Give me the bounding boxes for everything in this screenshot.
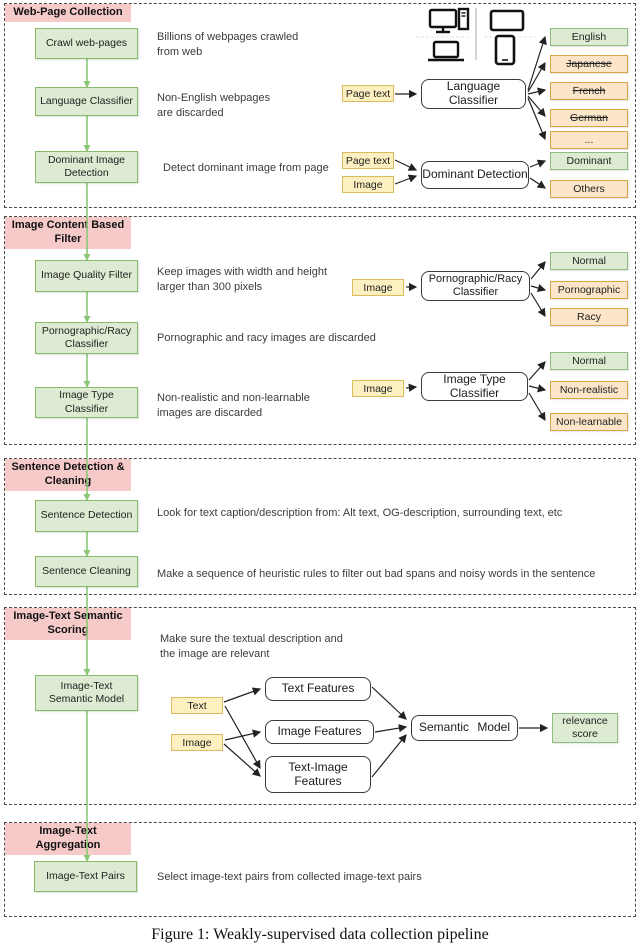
section-frame-sentence-detection-cleaning bbox=[4, 458, 636, 595]
smartphone-icon bbox=[494, 34, 516, 66]
step-image-text-pairs: Image-Text Pairs bbox=[34, 861, 137, 892]
desc-crawl: Billions of webpages crawled from web bbox=[157, 31, 299, 58]
section-title-image-content-filter: Image Content Based Filter bbox=[5, 217, 131, 249]
input-page-text: Page text bbox=[342, 85, 394, 102]
step-sentence-detection: Sentence Detection bbox=[35, 500, 138, 532]
input-image-semantic: Image bbox=[171, 734, 223, 751]
desc-image-text-pairs: Select image-text pairs from collected i… bbox=[157, 871, 422, 883]
desc-semantic-scoring: Make sure the textual description and th… bbox=[160, 633, 343, 660]
section-frame-image-text-aggregation bbox=[4, 822, 636, 917]
desc-sentence-detection: Look for text caption/description from: … bbox=[157, 507, 563, 519]
model-semantic-model: Semantic Model bbox=[411, 715, 518, 741]
desc-dominant: Detect dominant image from page bbox=[163, 162, 329, 174]
model-image-features: Image Features bbox=[265, 720, 374, 744]
desktop-computer-icon bbox=[428, 7, 470, 34]
model-text-features: Text Features bbox=[265, 677, 371, 701]
model-dominant-detection: Dominant Detection bbox=[421, 161, 529, 189]
section-title-sentence-detection-cleaning: Sentence Detection & Cleaning bbox=[5, 459, 131, 491]
step-image-quality-filter: Image Quality Filter bbox=[35, 260, 138, 292]
section-frame-web-page-collection bbox=[4, 3, 636, 208]
desc-sentence-cleaning: Make a sequence of heuristic rules to fi… bbox=[157, 568, 596, 580]
model-pornographic-racy-classifier: Pornographic/Racy Classifier bbox=[421, 271, 530, 301]
output-other-languages: ... bbox=[550, 131, 628, 149]
model-image-type-classifier: Image Type Classifier bbox=[421, 372, 528, 401]
step-image-type-classifier: Image Type Classifier bbox=[35, 387, 138, 418]
output-non-realistic: Non-realistic bbox=[550, 381, 628, 399]
step-pornographic-racy-classifier: Pornographic/Racy Classifier bbox=[35, 322, 138, 354]
pipeline-arrowheads bbox=[83, 81, 91, 862]
section-frame-image-text-semantic-scoring bbox=[4, 607, 636, 805]
step-dominant-image-detection: Dominant Image Detection bbox=[35, 151, 138, 183]
section-title-image-text-aggregation: Image-Text Aggregation bbox=[5, 823, 131, 855]
output-normal-type: Normal bbox=[550, 352, 628, 370]
output-others: Others bbox=[550, 180, 628, 198]
output-english: English bbox=[550, 28, 628, 46]
input-page-text-2: Page text bbox=[342, 152, 394, 169]
input-image-racy: Image bbox=[352, 279, 404, 296]
device-icons-group bbox=[416, 7, 536, 66]
output-japanese: Japanese bbox=[550, 55, 628, 73]
output-normal-racy: Normal bbox=[550, 252, 628, 270]
desc-image-type: Non-realistic and non-learnable images a… bbox=[157, 392, 310, 419]
section-title-web-page-collection: Web-Page Collection bbox=[5, 4, 131, 22]
laptop-icon bbox=[428, 40, 464, 62]
output-non-learnable: Non-learnable bbox=[550, 413, 628, 431]
output-racy: Racy bbox=[550, 308, 628, 326]
section-title-image-text-semantic-scoring: Image-Text Semantic Scoring bbox=[5, 608, 131, 640]
input-image-type: Image bbox=[352, 380, 404, 397]
input-image: Image bbox=[342, 176, 394, 193]
input-text: Text bbox=[171, 697, 223, 714]
step-crawl-web-pages: Crawl web-pages bbox=[35, 28, 138, 59]
model-text-image-features: Text-Image Features bbox=[265, 756, 371, 793]
step-language-classifier: Language Classifier bbox=[35, 87, 138, 116]
desc-pornographic-racy: Pornographic and racy images are discard… bbox=[157, 332, 376, 344]
output-dominant: Dominant bbox=[550, 152, 628, 170]
output-french: French bbox=[550, 82, 628, 100]
step-sentence-cleaning: Sentence Cleaning bbox=[35, 556, 138, 587]
monitor-icon bbox=[489, 9, 525, 32]
output-german: German bbox=[550, 109, 628, 127]
step-image-text-semantic-model: Image-Text Semantic Model bbox=[35, 675, 138, 711]
section-frame-image-content-filter bbox=[4, 216, 636, 445]
desc-language: Non-English webpages are discarded bbox=[157, 92, 271, 119]
output-pornographic: Pornographic bbox=[550, 281, 628, 299]
figure-caption: Figure 1: Weakly-supervised data collect… bbox=[151, 926, 489, 943]
output-relevance-score: relevance score bbox=[552, 713, 618, 743]
model-language-classifier: Language Classifier bbox=[421, 79, 526, 109]
desc-image-quality: Keep images with width and height larger… bbox=[157, 266, 327, 293]
